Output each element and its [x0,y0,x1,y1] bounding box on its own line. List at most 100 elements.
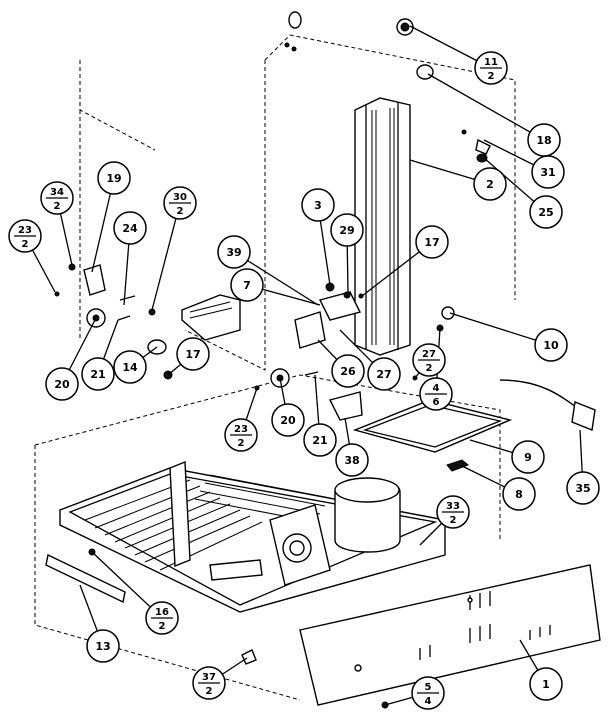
callout-14: 14 [113,350,147,384]
callout-33-2: 332 [436,495,470,529]
callout-number: 21 [312,434,327,447]
callout-circle [97,161,131,195]
callout-27: 27 [367,357,401,391]
callout-circle [113,211,147,245]
callout-quantity: 2 [238,438,245,449]
callout-number: 13 [95,640,110,653]
callout-circle [502,477,536,511]
leader-line [151,202,181,311]
callout-circle [176,337,210,371]
callout-number: 37 [202,672,216,683]
callout-circle [529,667,563,701]
callout-circle [511,440,545,474]
callout-number: 10 [543,339,559,352]
callout-number: 33 [446,501,460,512]
callout-39: 39 [217,235,251,269]
callout-5-4: 54 [411,676,445,710]
callout-1: 1 [529,667,563,701]
drain-tray [328,391,513,472]
callout-number: 17 [424,236,439,249]
callout-number: 14 [122,361,138,374]
callout-quantity: 2 [206,686,213,697]
callout-quantity: 6 [433,397,440,408]
callout-19: 19 [97,161,131,195]
callout-35: 35 [566,471,600,505]
callout-number: 17 [185,348,200,361]
callout-17: 17 [176,337,210,371]
callout-23-2: 232 [8,219,42,253]
callout-circle [113,350,147,384]
callout-number: 24 [122,222,138,235]
callout-number: 3 [314,199,322,212]
callout-number: 23 [18,225,32,236]
callout-38: 38 [335,443,369,477]
callout-quantity: 4 [425,696,432,707]
callout-21: 21 [81,357,115,391]
callout-21: 21 [303,423,337,457]
callout-13: 13 [86,629,120,663]
left-bracket-parts [54,263,241,380]
callout-quantity: 2 [54,201,61,212]
callout-circle [529,195,563,229]
callout-quantity: 2 [159,621,166,632]
callout-circle [534,328,568,362]
callout-circle [301,188,335,222]
callout-circle [566,471,600,505]
power-cord [499,379,596,431]
base-pan [59,460,446,613]
callout-circle [531,155,565,189]
callout-quantity: 2 [488,71,495,82]
callout-circle [81,357,115,391]
callout-circle [330,213,364,247]
callout-number: 9 [524,451,532,464]
callout-2: 2 [473,167,507,201]
callout-11-2: 112 [474,51,508,85]
callout-number: 26 [340,365,356,378]
callout-circle [367,357,401,391]
callout-30-2: 302 [163,186,197,220]
callout-7: 7 [230,268,264,302]
callout-29: 29 [330,213,364,247]
callout-number: 25 [538,206,553,219]
callout-quantity: 2 [450,515,457,526]
callout-number: 20 [54,378,70,391]
callout-number: 27 [422,349,436,360]
callout-number: 2 [486,178,494,191]
callout-number: 11 [484,57,498,68]
callout-circle [217,235,251,269]
callout-25: 25 [529,195,563,229]
callout-circle [230,268,264,302]
callout-20: 20 [45,367,79,401]
callout-23-2: 232 [224,418,258,452]
callout-number: 8 [515,488,523,501]
callout-number: 30 [173,192,187,203]
callout-20: 20 [271,403,305,437]
callout-number: 16 [155,607,169,618]
callout-9: 9 [511,440,545,474]
callout-circle [303,423,337,457]
top-small-parts [284,11,491,163]
callout-number: 5 [425,682,432,693]
callout-8: 8 [502,477,536,511]
callout-number: 34 [50,187,64,198]
callout-number: 18 [536,134,551,147]
callout-37-2: 372 [192,666,226,700]
callout-16-2: 162 [145,601,179,635]
callout-number: 27 [376,368,391,381]
callout-26: 26 [331,354,365,388]
callout-34-2: 342 [40,181,74,215]
callout-quantity: 2 [177,206,184,217]
callout-circle [45,367,79,401]
callout-number: 29 [339,224,354,237]
callout-quantity: 2 [22,239,29,250]
callout-3: 3 [301,188,335,222]
callout-number: 35 [575,482,590,495]
callout-number: 4 [433,383,440,394]
callout-circle [473,167,507,201]
leader-line [449,312,552,346]
callout-24: 24 [113,211,147,245]
callout-31: 31 [531,155,565,189]
callout-number: 7 [243,279,251,292]
callout-circle [271,403,305,437]
